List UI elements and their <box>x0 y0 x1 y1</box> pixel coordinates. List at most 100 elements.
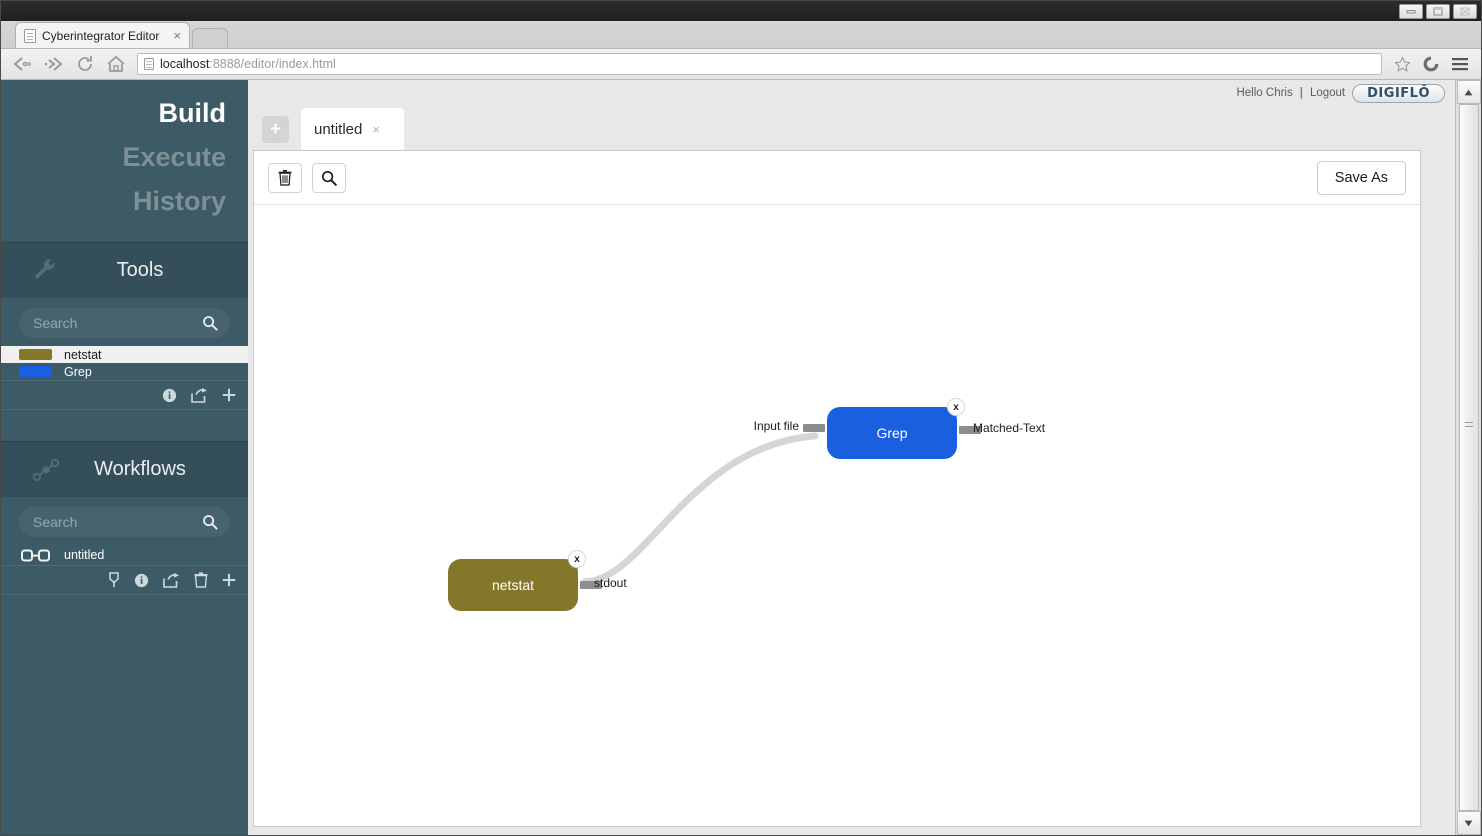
tools-list: netstat Grep <box>1 346 248 380</box>
header-separator: | <box>1299 87 1303 99</box>
tools-search-row: Search <box>1 298 248 346</box>
workflows-list: untitled <box>1 545 248 565</box>
app-root: Build Execute History Tools Search <box>1 80 1455 835</box>
search-icon[interactable] <box>202 514 218 530</box>
url-host: localhost <box>160 57 210 71</box>
workspace-tab-close-icon[interactable]: × <box>372 121 380 137</box>
scroll-up-arrow[interactable] <box>1456 80 1481 104</box>
workflows-panel-header: Workflows <box>1 441 248 497</box>
digiflo-logo: DIGIFLŌ <box>1352 83 1445 103</box>
forward-icon[interactable] <box>40 51 68 77</box>
share-icon[interactable] <box>191 387 208 403</box>
pin-icon[interactable] <box>108 572 120 588</box>
wrench-icon <box>31 258 65 283</box>
tools-panel-spacer <box>1 409 248 441</box>
save-as-button[interactable]: Save As <box>1316 160 1406 195</box>
tool-color-swatch <box>19 349 52 360</box>
workflows-panel-title: Workflows <box>94 458 186 480</box>
bookmark-star-icon[interactable] <box>1389 51 1415 77</box>
workspace-tab-bar: + untitled × <box>248 106 1455 150</box>
left-sidebar: Build Execute History Tools Search <box>1 80 248 835</box>
nav-item-execute[interactable]: Execute <box>122 142 226 172</box>
delete-button[interactable] <box>268 162 302 193</box>
window-close-button[interactable] <box>1453 3 1477 19</box>
page-vertical-scrollbar[interactable] <box>1455 80 1481 835</box>
tools-search-input[interactable]: Search <box>19 308 230 338</box>
scrollbar-thumb[interactable] <box>1458 104 1479 811</box>
browser-tab-active[interactable]: Cyberintegrator Editor × <box>15 22 190 48</box>
workflows-search-row: Search <box>1 497 248 545</box>
menu-hamburger-icon[interactable] <box>1447 51 1473 77</box>
node-close-icon[interactable]: x <box>568 550 586 568</box>
browser-tab-title: Cyberintegrator Editor <box>42 28 160 43</box>
page-viewport: Build Execute History Tools Search <box>1 80 1481 835</box>
workspace-tab-label: untitled <box>314 120 363 138</box>
tool-item-label: Grep <box>64 364 92 379</box>
info-icon[interactable] <box>134 573 149 588</box>
back-icon[interactable] <box>9 51 37 77</box>
workflow-nodes-icon <box>31 458 65 482</box>
main-nav: Build Execute History <box>1 80 248 242</box>
greeting-text: Hello Chris <box>1236 87 1293 99</box>
new-tab-button[interactable] <box>192 28 228 48</box>
input-port-label: Input file <box>753 419 799 433</box>
window-minimize-button[interactable] <box>1399 3 1423 19</box>
main-content: Hello Chris | Logout DIGIFLŌ + untitled … <box>248 80 1455 835</box>
graph-node-netstat[interactable]: netstat x stdout <box>448 550 627 611</box>
add-icon[interactable] <box>222 573 236 587</box>
trash-icon[interactable] <box>194 572 208 588</box>
workflow-canvas[interactable]: netstat x stdout Grep x Input file <box>254 205 1420 826</box>
workflow-item-label: untitled <box>64 548 105 562</box>
workflows-search-placeholder: Search <box>33 514 78 530</box>
logout-link[interactable]: Logout <box>1309 87 1346 99</box>
sync-icon[interactable] <box>1418 51 1444 77</box>
edge-netstat-to-grep <box>581 432 819 585</box>
nav-item-build[interactable]: Build <box>158 98 227 128</box>
add-icon[interactable] <box>222 388 236 402</box>
tool-color-swatch <box>19 366 52 377</box>
address-bar[interactable]: localhost:8888/editor/index.html <box>137 53 1382 75</box>
tool-item-label: netstat <box>64 347 102 362</box>
tool-item-grep[interactable]: Grep <box>1 363 248 380</box>
graph-node-label: netstat <box>491 577 535 593</box>
scroll-down-arrow[interactable] <box>1456 811 1481 835</box>
output-port[interactable] <box>959 426 981 434</box>
search-icon[interactable] <box>202 315 218 331</box>
workflows-action-row <box>1 565 248 594</box>
edge-layer <box>581 432 819 585</box>
url-path: :8888/editor/index.html <box>209 57 336 71</box>
tool-item-netstat[interactable]: netstat <box>1 346 248 363</box>
zoom-button[interactable] <box>312 162 346 193</box>
window-maximize-button[interactable] <box>1426 3 1450 19</box>
share-icon[interactable] <box>163 572 180 588</box>
graph-node-label: Grep <box>876 425 908 441</box>
home-icon[interactable] <box>102 51 130 77</box>
workflow-item-untitled[interactable]: untitled <box>1 545 248 565</box>
editor-panel: Save As netstat x stdout <box>253 150 1421 827</box>
add-workspace-tab-button[interactable]: + <box>262 116 289 143</box>
nav-item-history[interactable]: History <box>132 186 226 216</box>
output-port-label: stdout <box>594 576 627 590</box>
graph-node-grep[interactable]: Grep x Input file Matched-Text <box>754 398 1045 459</box>
page-favicon-icon <box>24 28 36 43</box>
tools-search-placeholder: Search <box>33 315 78 331</box>
sidebar-filler <box>1 594 248 835</box>
tools-panel-header: Tools <box>1 242 248 298</box>
output-port-label: Matched-Text <box>973 421 1046 435</box>
input-port[interactable] <box>803 424 825 432</box>
scrollbar-track[interactable] <box>1458 104 1479 811</box>
browser-tab-close-icon[interactable]: × <box>173 28 181 43</box>
tools-panel-title: Tools <box>116 259 164 281</box>
reload-icon[interactable] <box>71 51 99 77</box>
output-port[interactable] <box>580 581 602 589</box>
workflows-search-input[interactable]: Search <box>19 507 230 537</box>
browser-tab-strip: Cyberintegrator Editor × <box>1 21 1481 49</box>
address-page-icon <box>144 58 154 70</box>
info-icon[interactable] <box>162 388 177 403</box>
node-close-icon[interactable]: x <box>947 398 965 416</box>
browser-nav-bar: localhost:8888/editor/index.html <box>1 49 1481 80</box>
workflow-link-icon <box>19 549 52 562</box>
editor-toolbar: Save As <box>254 151 1420 205</box>
workspace-tab-untitled[interactable]: untitled × <box>301 108 404 150</box>
